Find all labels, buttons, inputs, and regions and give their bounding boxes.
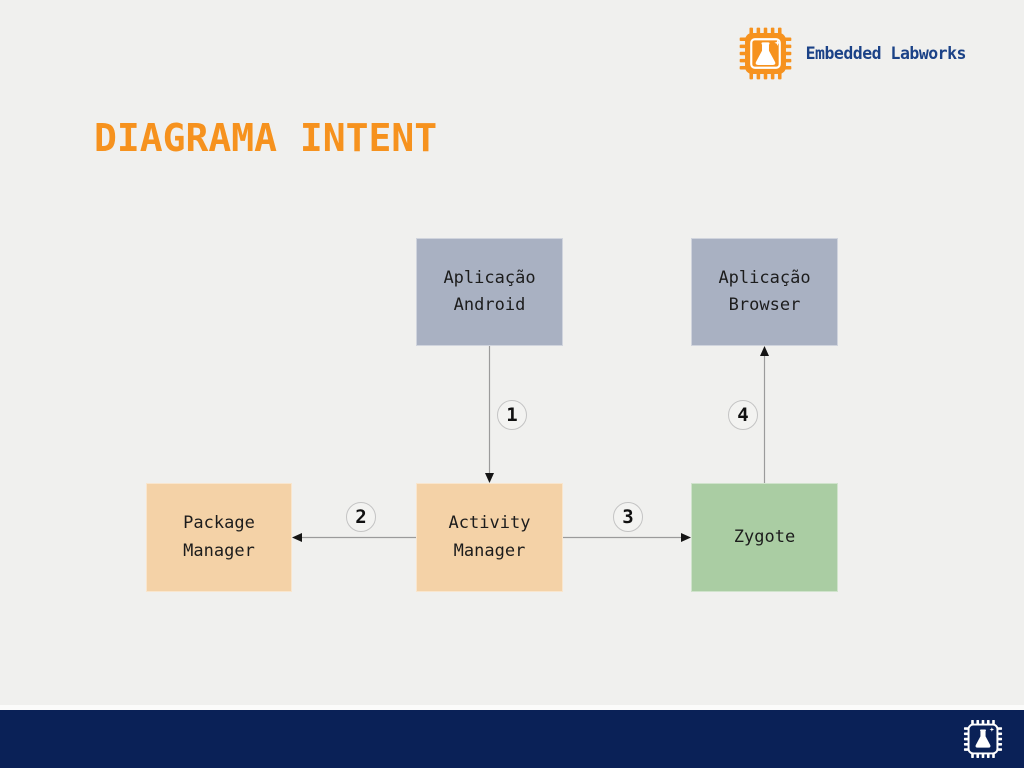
node-package-manager: Package Manager [146, 483, 292, 592]
arrow-step-2 [292, 533, 416, 542]
node-label-line: Browser [728, 295, 801, 315]
node-label-line: Android [453, 295, 526, 315]
node-label-line: Activity [448, 513, 531, 534]
step-badge-4: 4 [728, 400, 758, 430]
page-title: DIAGRAMA INTENT [94, 116, 438, 160]
node-zygote: Zygote [691, 483, 838, 592]
node-aplicacao-android: Aplicação Android [416, 238, 563, 346]
chip-flask-icon-white [963, 719, 1003, 759]
arrow-step-3 [563, 533, 691, 542]
step-badge-2: 2 [346, 502, 376, 532]
footer-bar [0, 710, 1024, 768]
node-label-line: Aplicação [443, 267, 536, 288]
footer-divider [0, 705, 1024, 710]
chip-flask-icon [739, 27, 791, 80]
arrow-step-4 [760, 346, 769, 483]
step-badge-1: 1 [497, 400, 527, 430]
step-badge-3: 3 [613, 502, 643, 532]
node-label-line: Manager [183, 540, 255, 561]
node-label-line: Zygote [733, 526, 796, 547]
node-label-line: Manager [453, 540, 526, 561]
brand-header: Embedded Labworks [737, 25, 967, 82]
arrow-step-1 [485, 346, 494, 483]
node-activity-manager: Activity Manager [416, 483, 563, 592]
node-label-line: Aplicação [718, 267, 811, 288]
brand-name: Embedded Labworks [805, 44, 967, 63]
node-aplicacao-browser: Aplicação Browser [691, 238, 838, 346]
diagram-connectors [292, 346, 769, 542]
node-label-line: Package [183, 513, 255, 534]
